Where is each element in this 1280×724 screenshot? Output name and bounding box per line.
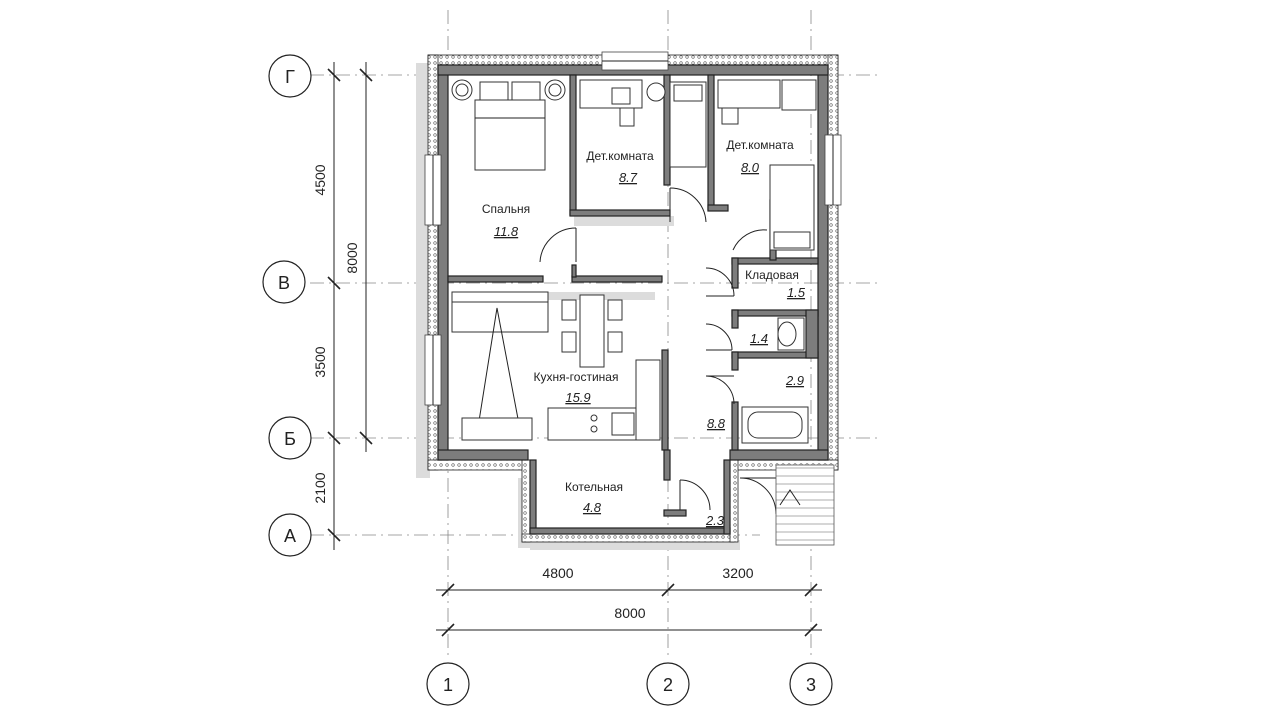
dim-left-lower: 2100: [312, 472, 328, 503]
axis-label-3: 3: [806, 675, 816, 695]
axis-label-a: А: [284, 526, 296, 546]
room-name-boiler: Котельная: [565, 480, 623, 494]
axis-label-g: Г: [285, 67, 295, 87]
axis-label-1: 1: [443, 675, 453, 695]
door-swings: [539, 187, 777, 515]
room-area-hall: 8.8: [707, 416, 726, 431]
windows: [424, 51, 842, 406]
room-area-kitchen: 15.9: [565, 390, 590, 405]
left-dimensions: 4500 8000 3500 2100: [312, 62, 373, 550]
room-labels: Спальня 11.8 Дет.комната 8.7 Дет.комната…: [482, 138, 806, 528]
dim-left-total: 8000: [344, 242, 360, 273]
room-area-wc: 1.4: [750, 331, 768, 346]
dim-left-middle: 3500: [312, 346, 328, 377]
room-area-vestibule: 2.3: [705, 513, 725, 528]
room-area-storage: 1.5: [787, 285, 806, 300]
axis-bubbles: Г В Б А 1 2 3: [262, 54, 833, 706]
room-area-kids1: 8.7: [619, 170, 638, 185]
room-area-kids2: 8.0: [741, 160, 760, 175]
axis-label-b: Б: [284, 429, 296, 449]
furniture: [451, 79, 835, 546]
room-area-bath: 2.9: [785, 373, 804, 388]
room-name-kids2: Дет.комната: [726, 138, 794, 152]
dim-bottom-right: 3200: [722, 565, 753, 581]
dim-left-upper: 4500: [312, 164, 328, 195]
dim-bottom-total: 8000: [614, 605, 645, 621]
dim-bottom-left: 4800: [542, 565, 573, 581]
axis-label-2: 2: [663, 675, 673, 695]
interior-walls: [447, 74, 819, 517]
room-name-storage: Кладовая: [745, 268, 799, 282]
axis-label-v: В: [278, 273, 290, 293]
room-name-kids1: Дет.комната: [586, 149, 654, 163]
bottom-dimensions: 4800 3200 8000: [436, 565, 822, 637]
room-name-kitchen: Кухня-гостиная: [534, 370, 619, 384]
room-area-bedroom: 11.8: [494, 224, 519, 239]
room-area-boiler: 4.8: [583, 500, 602, 515]
room-name-bedroom: Спальня: [482, 202, 530, 216]
